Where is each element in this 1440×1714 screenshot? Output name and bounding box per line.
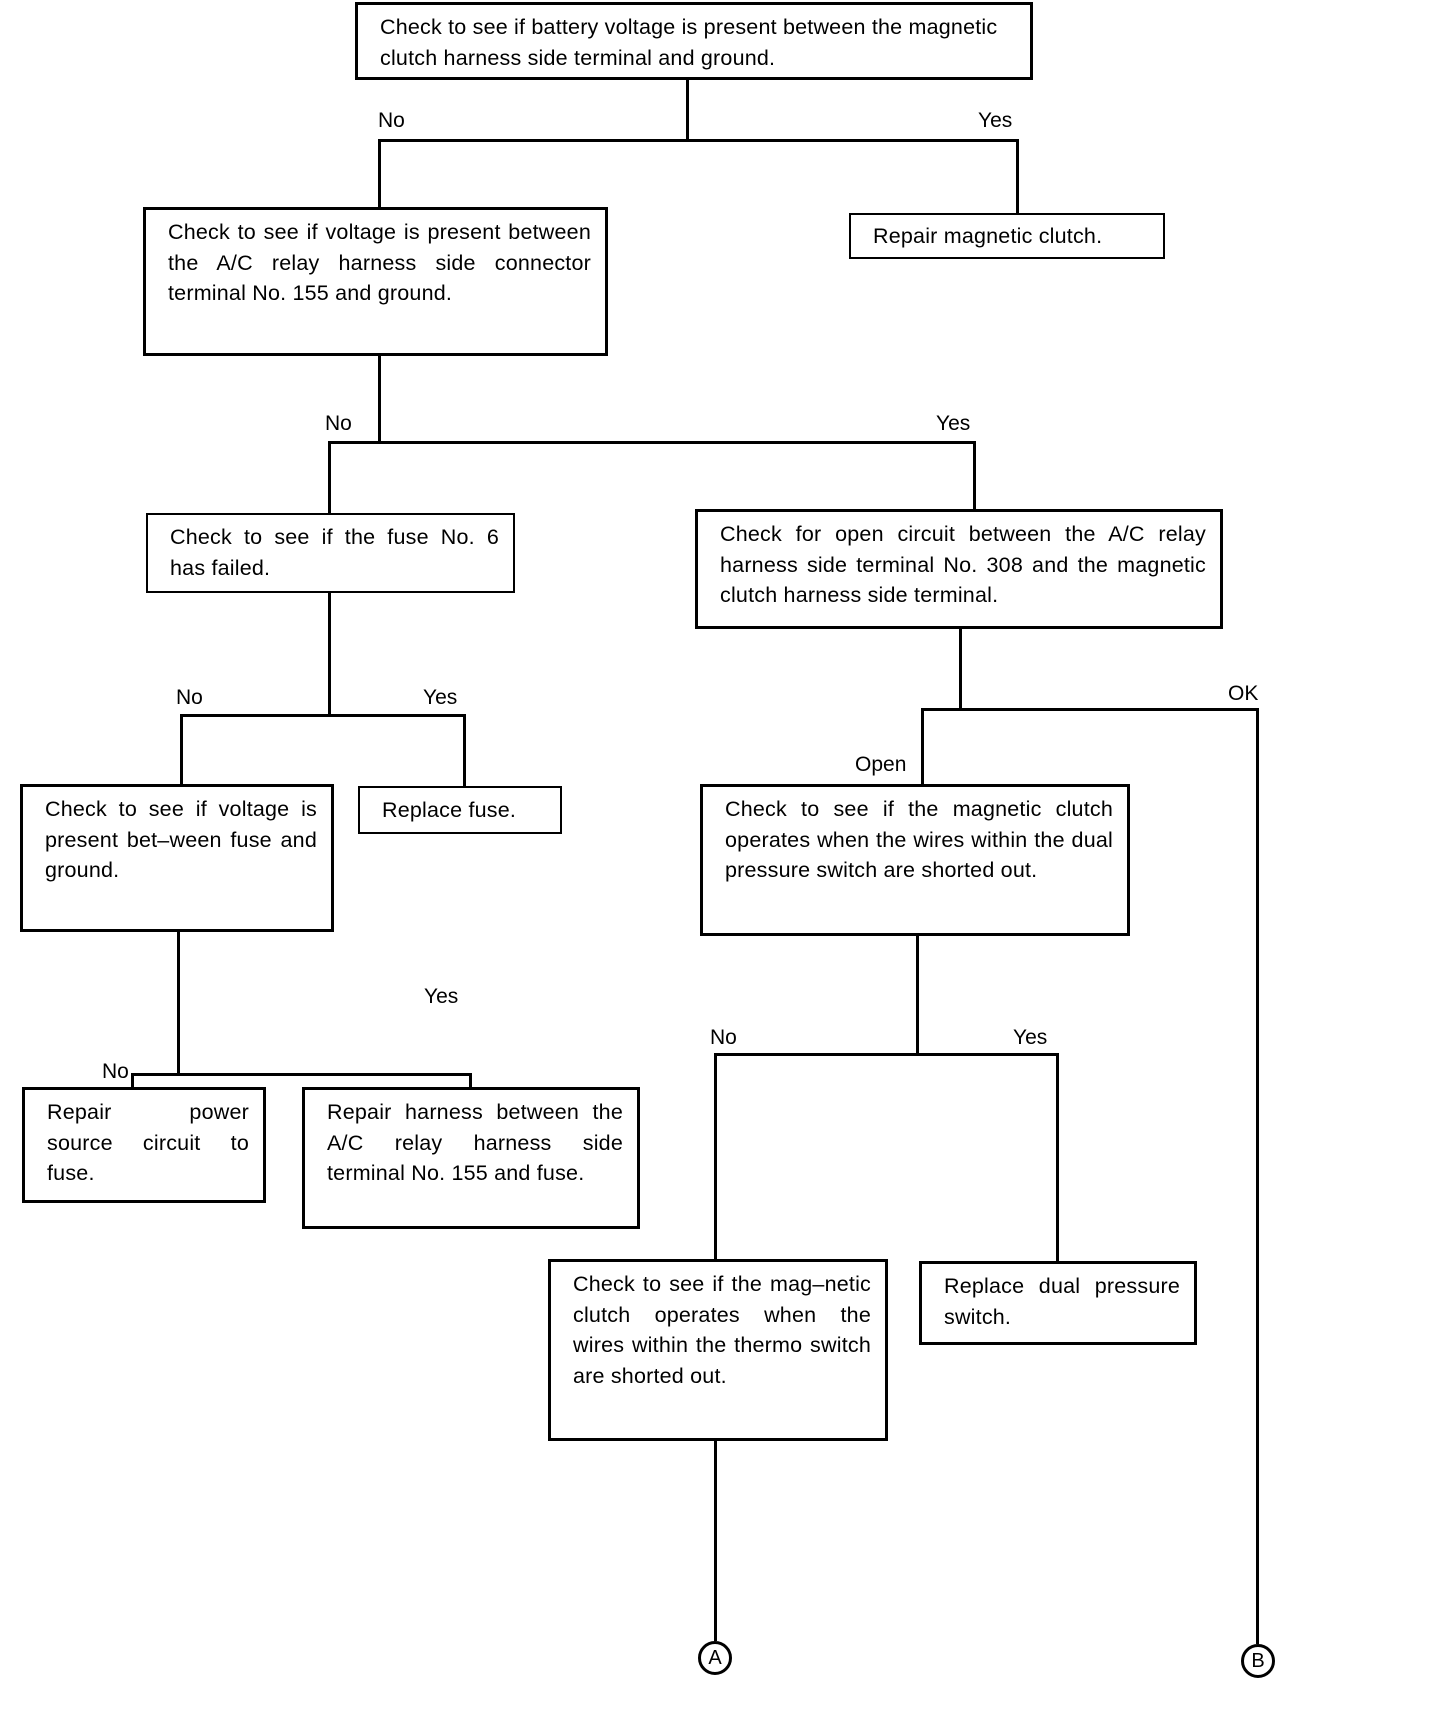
edge-label-n5-open: Open [855,753,907,776]
edge-label-n5-ok: OK [1228,682,1259,705]
node-check-fuse-voltage: Check to see if voltage is present bet–w… [20,784,334,932]
edge-label-n4-no: No [176,686,203,709]
edge-n6-split [131,1073,472,1076]
edge-n8-split [714,1053,1059,1056]
edge-n5-ok-drop [1256,708,1259,1644]
node-repair-harness: Repair harness between the A/C relay har… [302,1087,640,1229]
node-check-relay-voltage: Check to see if voltage is present betwe… [143,207,608,356]
node-replace-dual-pressure-switch: Replace dual pressure switch. [919,1261,1197,1345]
node-check-thermo-switch: Check to see if the mag–netic clutch ope… [548,1259,888,1441]
edge-label-n1-no: No [378,109,405,132]
edge-n8-yes-drop [1056,1053,1059,1261]
edge-n4-no-drop [180,714,183,784]
edge-n5-stem [959,629,962,711]
edge-label-n4-yes: Yes [423,686,458,709]
edge-label-n6-yes: Yes [424,985,459,1008]
edge-n6-no-drop [131,1073,134,1089]
terminal-a: A [698,1641,732,1675]
edge-n5-open-drop [921,708,924,784]
edge-n6-stem [177,932,180,1076]
edge-n1-no-drop [378,139,381,207]
edge-label-n1-yes: Yes [978,109,1013,132]
edge-n4-yes-drop [463,714,466,786]
edge-label-n3-no: No [325,412,352,435]
edge-n4-stem [328,593,331,717]
edge-label-n6-no: No [102,1060,129,1083]
edge-label-n3-yes: Yes [936,412,971,435]
edge-n6-yes-drop [469,1073,472,1087]
node-replace-fuse: Replace fuse. [358,786,562,834]
edge-n3-split [328,441,976,444]
edge-n8-stem [916,936,919,1056]
edge-n3-no-drop [328,441,331,513]
node-repair-magnetic-clutch: Repair magnetic clutch. [849,213,1165,259]
edge-label-n8-no: No [710,1026,737,1049]
node-check-battery-voltage: Check to see if battery voltage is prese… [355,2,1033,80]
edge-label-n8-yes: Yes [1013,1026,1048,1049]
edge-n8-no-drop [714,1053,717,1259]
node-check-dual-pressure-switch: Check to see if the magnetic clutch oper… [700,784,1130,936]
node-check-fuse: Check to see if the fuse No. 6 has faile… [146,513,515,593]
edge-n3-yes-drop [973,441,976,511]
edge-n3-stem [378,356,381,444]
edge-n5-split [921,708,1259,711]
edge-n4-split [180,714,466,717]
edge-n11-to-terminal-a [714,1441,717,1641]
edge-n1-yes-drop [1016,139,1019,213]
node-check-open-circuit: Check for open circuit between the A/C r… [695,509,1223,629]
terminal-b: B [1241,1644,1275,1678]
edge-n1-split [378,139,1019,142]
node-repair-power-source: Repair power source circuit to fuse. [22,1087,266,1203]
edge-n1-stem [686,80,689,142]
